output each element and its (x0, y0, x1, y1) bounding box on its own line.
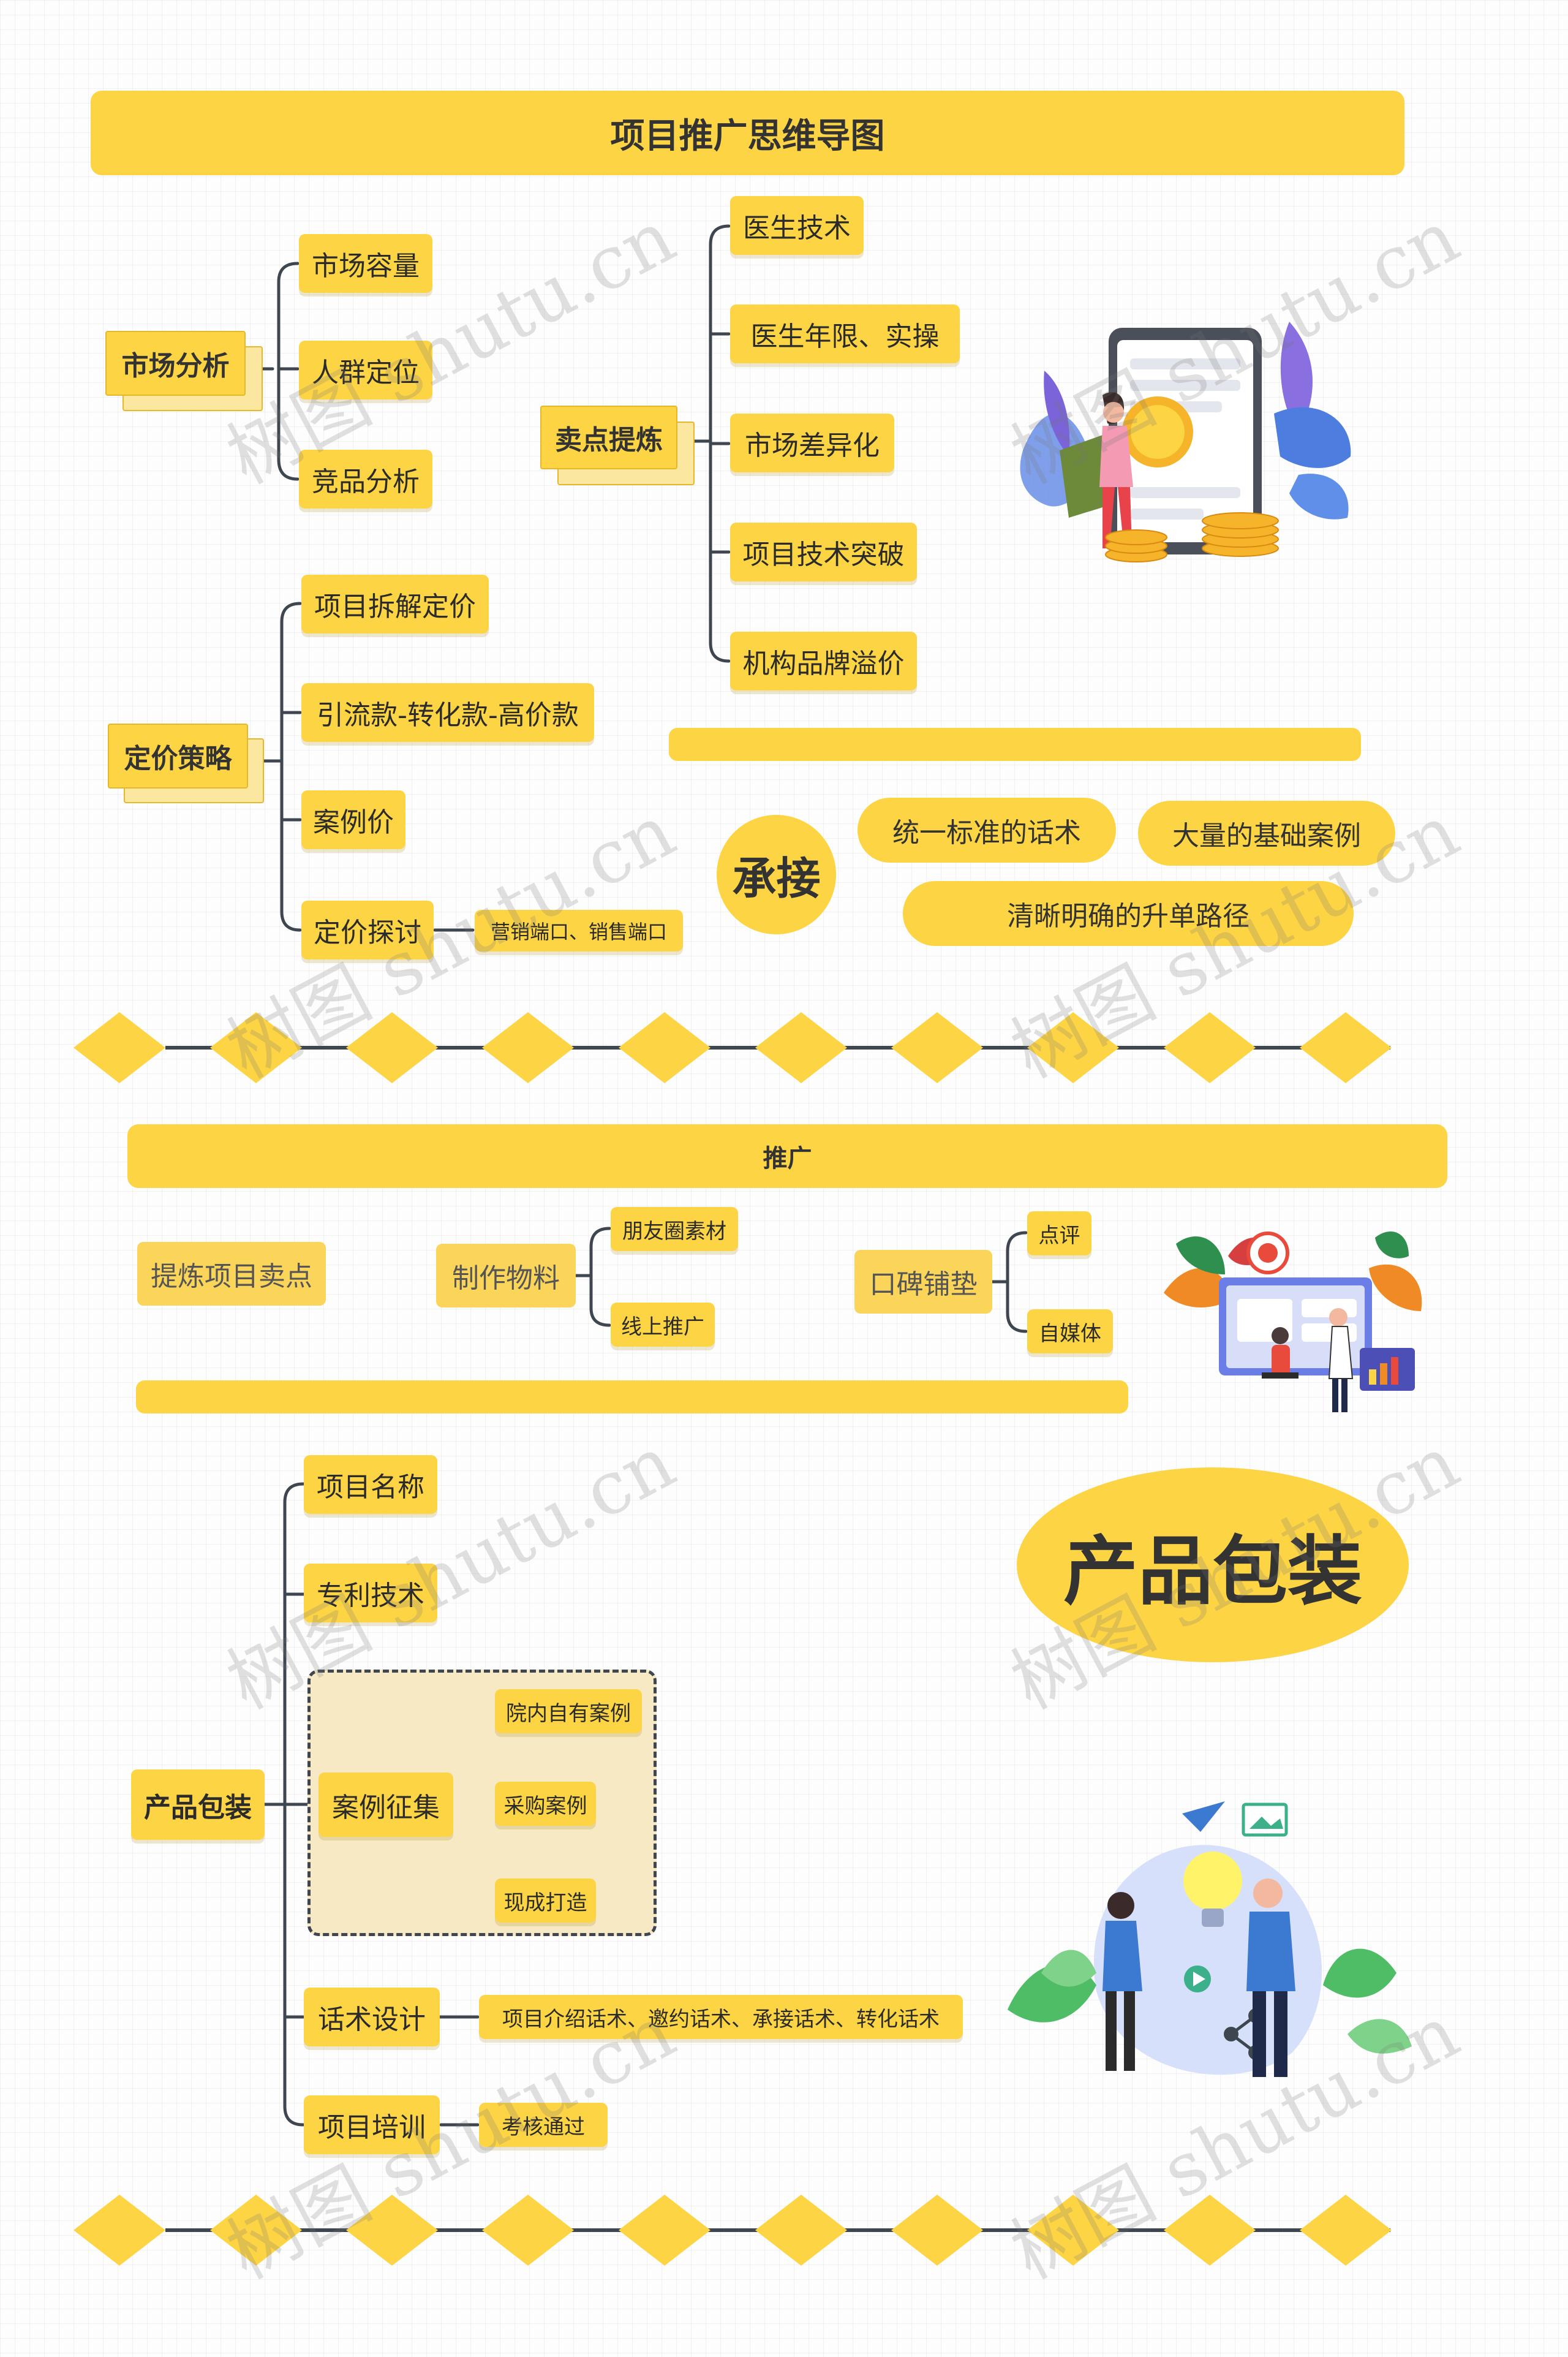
basic-cases-pill[interactable]: 大量的基础案例 (1138, 801, 1395, 866)
script-types-node[interactable]: 项目介绍话术、邀约话术、承接话术、转化话术 (479, 1995, 963, 2039)
case-price-node[interactable]: 案例价 (301, 790, 405, 849)
phone-coins-illustration (1011, 303, 1360, 579)
word-of-mouth-node[interactable]: 口碑铺垫 (854, 1250, 992, 1314)
case-collection-node[interactable]: 案例征集 (318, 1772, 453, 1837)
marketing-sales-port-node[interactable]: 营销端口、销售端口 (475, 910, 683, 952)
product-tier-node[interactable]: 引流款-转化款-高价款 (301, 683, 594, 742)
market-capacity-node[interactable]: 市场容量 (299, 234, 432, 293)
tech-breakthrough-node[interactable]: 项目技术突破 (730, 523, 917, 581)
divider-bar (136, 1380, 1128, 1413)
moments-material-node[interactable]: 朋友圈素材 (611, 1207, 738, 1251)
market-differentiation-node[interactable]: 市场差异化 (730, 414, 894, 472)
self-media-node[interactable]: 自媒体 (1027, 1309, 1113, 1353)
brand-premium-node[interactable]: 机构品牌溢价 (730, 632, 917, 690)
project-name-node[interactable]: 项目名称 (304, 1455, 437, 1514)
make-materials-node[interactable]: 制作物料 (436, 1244, 576, 1307)
promotion-header: 推广 (127, 1124, 1447, 1188)
pricing-strategy-root[interactable]: 定价策略 (108, 724, 248, 789)
divider-bar (669, 728, 1361, 761)
audience-positioning-node[interactable]: 人群定位 (299, 341, 432, 399)
idea-team-illustration (1005, 1789, 1421, 2108)
patent-tech-node[interactable]: 专利技术 (304, 1564, 437, 1622)
page-title: 项目推广思维导图 (91, 91, 1404, 175)
exam-passed-node[interactable]: 考核通过 (479, 2103, 608, 2147)
standard-script-pill[interactable]: 统一标准的话术 (858, 798, 1116, 863)
online-promotion-node[interactable]: 线上推广 (611, 1303, 715, 1347)
doctor-skill-node[interactable]: 医生技术 (730, 196, 864, 255)
competitor-analysis-node[interactable]: 竞品分析 (299, 450, 432, 509)
reception-circle[interactable]: 承接 (717, 815, 836, 934)
script-design-node[interactable]: 话术设计 (304, 1988, 440, 2046)
ready-made-cases-node[interactable]: 现成打造 (495, 1878, 596, 1923)
dashboard-team-illustration (1158, 1219, 1433, 1415)
diamond-chain-top (74, 1012, 1392, 1083)
upsell-path-pill[interactable]: 清晰明确的升单路径 (903, 881, 1354, 946)
selling-points-root[interactable]: 卖点提炼 (540, 406, 677, 469)
product-packaging-root[interactable]: 产品包装 (131, 1769, 265, 1840)
product-packaging-badge: 产品包装 (1017, 1467, 1409, 1662)
pricing-discussion-node[interactable]: 定价探讨 (301, 901, 434, 959)
diamond-chain-bottom (74, 2195, 1392, 2266)
refine-selling-points-node[interactable]: 提炼项目卖点 (137, 1242, 326, 1306)
review-node[interactable]: 点评 (1027, 1211, 1091, 1255)
in-house-cases-node[interactable]: 院内自有案例 (495, 1689, 642, 1733)
project-pricing-node[interactable]: 项目拆解定价 (301, 575, 489, 634)
purchased-cases-node[interactable]: 采购案例 (495, 1782, 596, 1826)
market-analysis-root[interactable]: 市场分析 (105, 331, 246, 396)
project-training-node[interactable]: 项目培训 (304, 2095, 440, 2154)
doctor-experience-node[interactable]: 医生年限、实操 (730, 305, 960, 363)
